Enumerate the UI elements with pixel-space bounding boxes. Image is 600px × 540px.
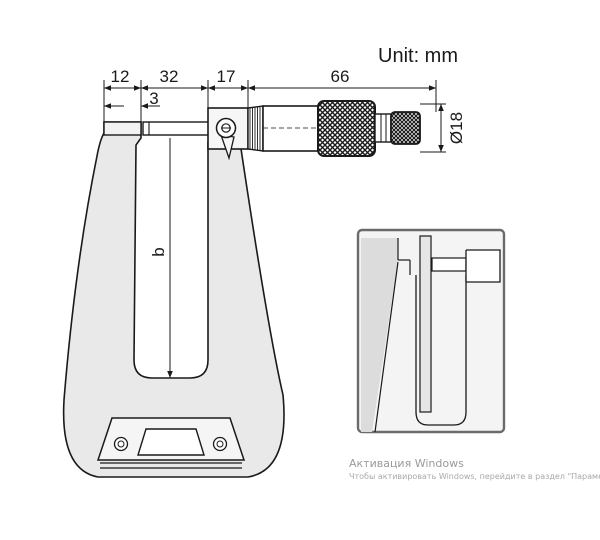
thimble-graduations: [249, 106, 261, 151]
lock-lever: [215, 117, 237, 161]
depth-label: b: [149, 247, 168, 256]
dimension-lines: [103, 80, 446, 153]
dim-anvil-width: 12: [111, 67, 130, 86]
anvil: [103, 121, 142, 136]
thimble: [262, 105, 320, 152]
dim-spindle-length: 66: [331, 67, 350, 86]
ratchet-knob: [390, 111, 421, 145]
spindle: [142, 121, 210, 136]
windows-activation-title: Активация Windows: [349, 457, 464, 470]
inset-detail: [356, 228, 506, 434]
windows-activation-subtitle: Чтобы активировать Windows, перейдите в …: [349, 472, 600, 481]
knurled-grip: [317, 100, 376, 157]
dim-sleeve-offset: 17: [217, 67, 236, 86]
dim-diameter: Ø18: [447, 112, 466, 144]
dim-gap: 3: [149, 89, 158, 108]
micrometer-frame: [62, 121, 285, 478]
unit-label: Unit: mm: [378, 45, 458, 67]
dim-reach: 32: [160, 67, 179, 86]
ratchet-neck: [374, 113, 392, 143]
nameplate: [96, 417, 246, 469]
